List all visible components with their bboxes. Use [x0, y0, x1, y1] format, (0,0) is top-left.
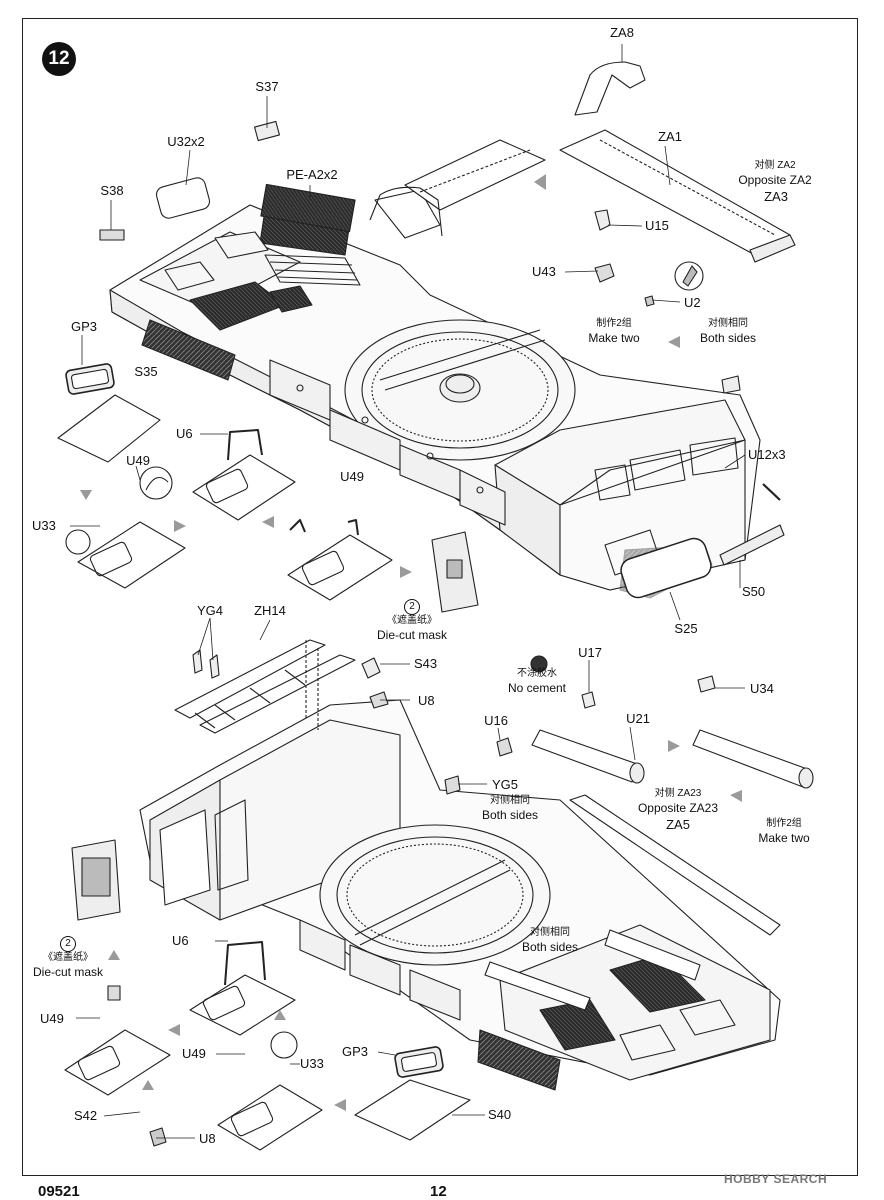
part-u2	[644, 295, 655, 307]
label-u6-bottom: U6	[172, 933, 189, 948]
part-u12	[762, 483, 781, 501]
part-s38	[99, 229, 125, 241]
note-za2-zh: 对侧 ZA2	[754, 160, 796, 171]
note-mask-bottom-en: Die-cut mask	[32, 964, 104, 979]
label-u43: U43	[532, 264, 556, 279]
note-za23-en: Opposite ZA23	[637, 800, 719, 815]
label-u2: U2	[684, 295, 701, 310]
note-both-sides-mid: 对侧相同 Both sides	[522, 927, 578, 955]
label-yg4: YG4	[196, 603, 224, 618]
label-pe-a2x2: PE-A2x2	[286, 167, 338, 182]
part-u43	[594, 263, 615, 283]
leader-lines	[70, 44, 746, 1139]
note-make-two-bottom-zh: 制作2组	[766, 818, 802, 829]
za8-za1-parts	[369, 61, 796, 263]
part-pe-a2	[260, 183, 356, 233]
label-s40: S40	[488, 1107, 512, 1122]
label-u16: U16	[484, 713, 508, 728]
label-u49-bottom-mid: U49	[182, 1046, 206, 1061]
note-mask-top-zh: 《遮盖纸》	[386, 615, 437, 626]
label-za3: ZA3	[764, 189, 788, 204]
part-both-sides	[721, 375, 741, 394]
part-u15	[594, 209, 611, 231]
note-make-two-top-zh: 制作2组	[596, 318, 632, 329]
label-zh14: ZH14	[254, 603, 286, 618]
note-no-cement-en: No cement	[507, 680, 567, 695]
label-u12x3: U12x3	[748, 447, 786, 462]
label-za8: ZA8	[610, 25, 634, 40]
hatch-sequence-bottom	[64, 941, 471, 1151]
label-u32x2: U32x2	[167, 134, 205, 149]
note-mask-top-en: Die-cut mask	[376, 627, 448, 642]
note-no-cement: 不涂胶水 No cement	[508, 668, 566, 696]
step-number-badge: 12	[42, 42, 76, 76]
page-number: 12	[430, 1183, 447, 1200]
note-za2-en: Opposite ZA2	[738, 172, 812, 187]
label-u6-top: U6	[176, 426, 193, 441]
part-u32	[155, 177, 211, 219]
note-make-two-top: 制作2组 Make two	[588, 318, 639, 346]
note-no-cement-zh: 不涂胶水	[517, 668, 557, 679]
label-u17: U17	[578, 645, 602, 660]
assembly-arrows	[80, 174, 742, 1111]
note-both-sides-mid-zh: 对侧相同	[529, 927, 570, 938]
label-u49-left: U49	[126, 453, 150, 468]
part-s50	[719, 524, 785, 566]
label-u8-top: U8	[418, 693, 435, 708]
label-za1: ZA1	[658, 129, 682, 144]
label-u49-bottom-left: U49	[40, 1011, 64, 1026]
part-s37	[254, 120, 280, 142]
label-za5: ZA5	[666, 817, 690, 832]
label-s50: S50	[742, 584, 766, 599]
hatch-sequence-top	[57, 363, 393, 601]
label-s25: S25	[674, 621, 698, 636]
label-gp3-bottom: GP3	[342, 1044, 369, 1059]
note-die-cut-mask-top: 2 《遮盖纸》 Die-cut mask	[377, 598, 447, 643]
note-make-two-bottom: 制作2组 Make two	[758, 818, 809, 846]
label-s42: S42	[74, 1108, 98, 1123]
note-both-sides-top-zh: 对侧相同	[707, 318, 748, 329]
note-both-sides-top-en: Both sides	[699, 330, 757, 345]
label-u33-top: U33	[32, 518, 56, 533]
note-za23-zh: 对侧 ZA23	[654, 788, 702, 799]
note-make-two-bottom-en: Make two	[758, 830, 810, 845]
label-u34: U34	[750, 681, 774, 696]
tube-parts	[361, 655, 814, 795]
label-gp3-top: GP3	[70, 319, 98, 334]
lower-hull-top-view	[71, 639, 781, 1091]
label-u49-mid: U49	[340, 469, 364, 484]
label-s37: S37	[255, 79, 279, 94]
mask-number-bottom: 2	[59, 936, 76, 952]
mask-number-top: 2	[403, 599, 420, 615]
label-yg5: YG5	[492, 777, 519, 792]
note-opposite-za2: 对侧 ZA2 Opposite ZA2	[738, 160, 811, 188]
note-both-sides-yg5-zh: 对侧相同	[489, 795, 530, 806]
kit-code: 09521	[38, 1183, 80, 1200]
label-u21: U21	[626, 711, 650, 726]
note-make-two-top-en: Make two	[588, 330, 640, 345]
note-both-sides-mid-en: Both sides	[521, 939, 579, 954]
note-both-sides-yg5-en: Both sides	[481, 807, 539, 822]
label-s43: S43	[414, 656, 438, 671]
note-mask-bottom-zh: 《遮盖纸》	[42, 952, 93, 963]
watermark: HOBBY SEARCH	[724, 1172, 828, 1186]
label-u15: U15	[645, 218, 669, 233]
page-frame	[22, 18, 858, 1176]
label-s35: S35	[134, 364, 158, 379]
label-u33-bottom: U33	[300, 1056, 324, 1071]
note-opposite-za23: 对侧 ZA23 Opposite ZA23	[638, 788, 718, 816]
note-both-sides-yg5: 对侧相同 Both sides	[482, 795, 538, 823]
label-s38: S38	[100, 183, 124, 198]
note-die-cut-mask-bottom: 2 《遮盖纸》 Die-cut mask	[33, 935, 103, 980]
label-u8-bottom: U8	[199, 1131, 216, 1146]
note-both-sides-top: 对侧相同 Both sides	[700, 318, 756, 346]
